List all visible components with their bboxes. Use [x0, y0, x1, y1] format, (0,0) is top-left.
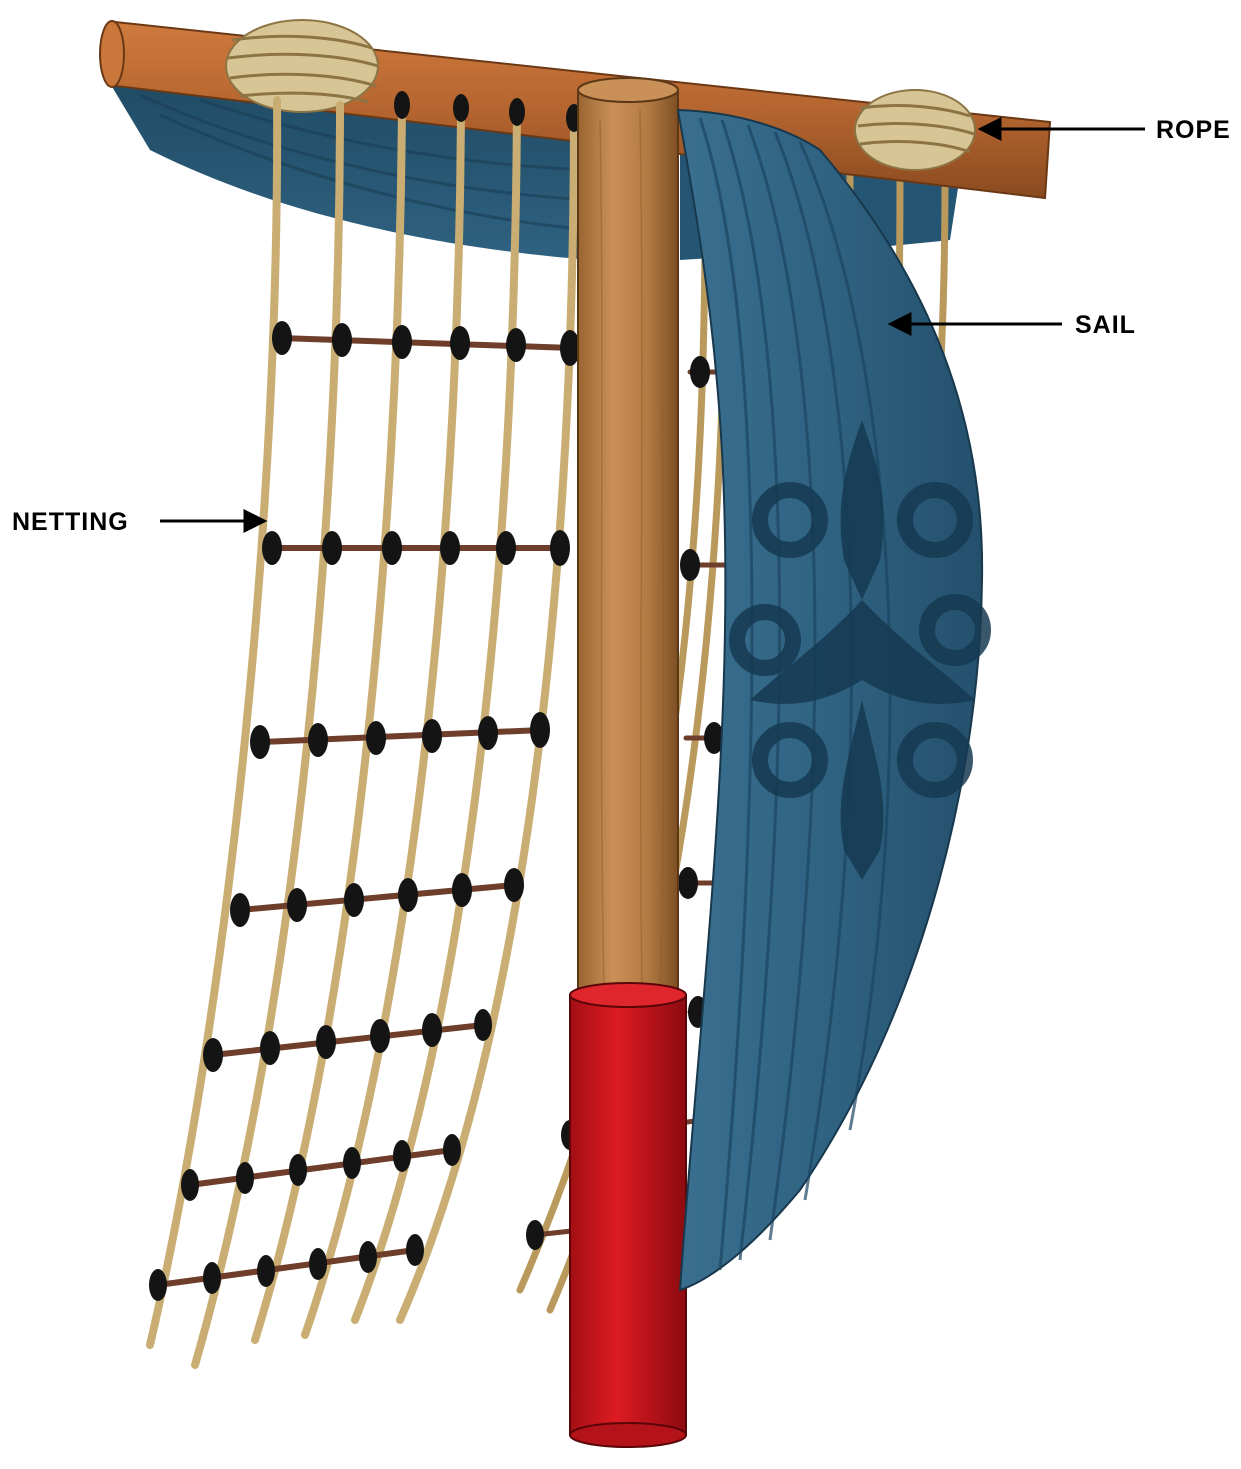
callout-netting: NETTING [12, 508, 265, 536]
front-netting [149, 91, 582, 1365]
mast [578, 78, 678, 1000]
label-netting: NETTING [12, 508, 129, 536]
label-sail: SAIL [1075, 311, 1136, 339]
mast-base-sleeve [570, 983, 686, 1447]
netting-rungs [158, 338, 572, 1285]
rope-lashing-left [226, 20, 378, 112]
rope-lashing-right [855, 90, 975, 170]
label-rope: ROPE [1156, 116, 1231, 144]
main-sail [678, 110, 983, 1290]
netting-knots [149, 321, 580, 1301]
